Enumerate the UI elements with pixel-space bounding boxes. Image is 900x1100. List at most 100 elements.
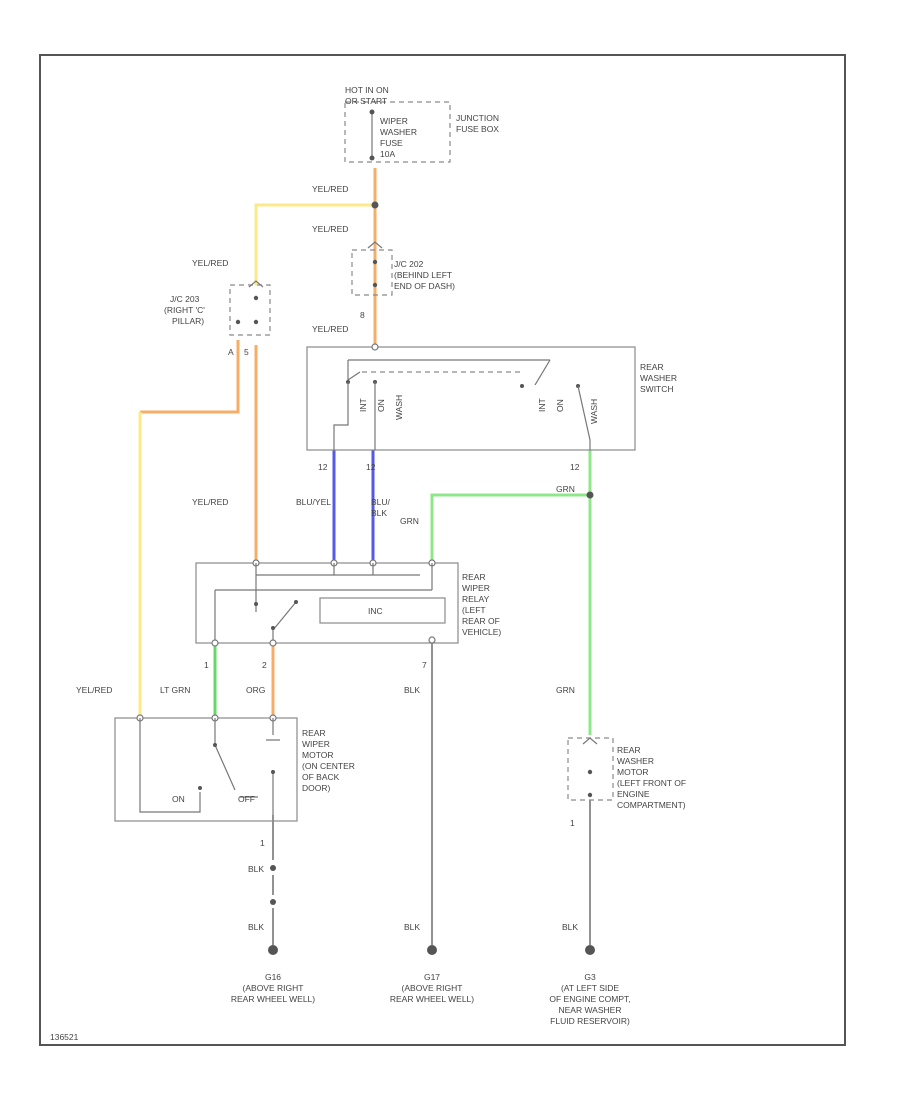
motor-node-2 [271, 770, 275, 774]
washer-motor-label-2: WASHER [617, 756, 654, 766]
pin-label-12b: 12 [366, 462, 376, 472]
jc-202-pin-top [372, 259, 378, 265]
relay-label-5: REAR OF [462, 616, 500, 626]
relay-node-2 [271, 626, 275, 630]
pin-label-1a: 1 [204, 660, 209, 670]
relay-label-3: RELAY [462, 594, 490, 604]
fuse-rating: 10A [380, 149, 395, 159]
fuse-name-3: FUSE [380, 138, 403, 148]
washer-motor-pin-top [587, 769, 593, 775]
hot-in-on-label: HOT IN ON [345, 85, 389, 95]
pin-label-a: A [228, 347, 234, 357]
fuse-terminal [369, 109, 375, 115]
relay-pin-out-3 [428, 636, 436, 644]
or-start-label: OR START [345, 96, 387, 106]
ground-g17-symbol [427, 945, 437, 955]
jc-202-box [351, 249, 393, 296]
washer-motor-pin-bottom [587, 792, 593, 798]
wire-grn-relay [430, 493, 590, 560]
pin-label-12a: 12 [318, 462, 328, 472]
washer-motor-label-5: ENGINE [617, 789, 650, 799]
jc-203-pin-1 [253, 295, 259, 301]
wire-label-yelred-6: YEL/RED [76, 685, 112, 695]
rear-wiper-motor-box [114, 717, 298, 822]
switch-internal-wiring [333, 382, 591, 450]
ground-g16-loc-2: REAR WHEEL WELL) [231, 994, 315, 1004]
ground-g16-symbol [268, 945, 278, 955]
relay-control-module [319, 597, 446, 624]
motor-node-3 [198, 786, 202, 790]
wire-label-blk-3: BLK [248, 922, 264, 932]
rear-wiper-relay-box [195, 562, 459, 644]
wire-label-org: ORG [246, 685, 265, 695]
jc-202-connector [367, 241, 383, 249]
relay-label-6: VEHICLE) [462, 627, 501, 637]
switch-label-2: WASHER [640, 373, 677, 383]
switch-input-pin [371, 343, 379, 351]
ground-g3-symbol [585, 945, 595, 955]
switch-pos-wash-2: WASH [589, 399, 599, 424]
splice-top [371, 201, 379, 209]
washer-motor-label-1: REAR [617, 745, 641, 755]
motor-label-4: (ON CENTER [302, 761, 355, 771]
washer-motor-label-6: COMPARTMENT) [617, 800, 686, 810]
wire-label-yelred-4: YEL/RED [192, 258, 228, 268]
motor-ground-connector-1 [270, 865, 276, 871]
wire-label-lt-grn: LT GRN [160, 685, 190, 695]
jc-203-label-2: (RIGHT 'C' [164, 305, 205, 315]
wire-label-yelred-3: YEL/RED [312, 324, 348, 334]
splice-grn [586, 491, 594, 499]
switch-pos-on: ON [376, 399, 386, 412]
fuse-name-2: WASHER [380, 127, 417, 137]
jc-203-connector [248, 280, 264, 288]
wire-label-grn-2: GRN [400, 516, 419, 526]
relay-label-1: REAR [462, 572, 486, 582]
relay-node-3 [294, 600, 298, 604]
switch-contact-left [347, 360, 361, 382]
motor-label-3: MOTOR [302, 750, 333, 760]
wire-label-blu-yel: BLU/YEL [296, 497, 331, 507]
wire-label-grn-1: GRN [556, 484, 575, 494]
motor-pos-off: OFF [238, 794, 255, 804]
motor-ground-connector-2 [270, 899, 276, 905]
junction-label-1: JUNCTION [456, 113, 499, 123]
relay-label-4: (LEFT [462, 605, 486, 615]
wire-label-blk-2: BLK [248, 864, 264, 874]
motor-label-6: DOOR) [302, 783, 331, 793]
jc-202-pin-bottom [372, 282, 378, 288]
washer-motor-connector [582, 737, 598, 745]
junction-fuse-box [344, 101, 451, 163]
switch-pos-wash: WASH [394, 395, 404, 420]
rear-washer-motor-box [567, 737, 614, 801]
switch-label-1: REAR [640, 362, 664, 372]
jc-203-pin-2 [253, 319, 259, 325]
wire-label-blk-5: BLK [562, 922, 578, 932]
jc-202-label-3: END OF DASH) [394, 281, 455, 291]
fuse-name-1: WIPER [380, 116, 408, 126]
ground-g17-loc-2: REAR WHEEL WELL) [390, 994, 474, 1004]
ground-g3-name: G3 [584, 972, 596, 982]
motor-label-5: OF BACK [302, 772, 340, 782]
wire-label-yelred-5: YEL/RED [192, 497, 228, 507]
switch-pos-on-2: ON [555, 399, 565, 412]
ground-g17-name: G17 [424, 972, 440, 982]
switch-pos-int: INT [358, 398, 368, 412]
wire-label-blk-1: BLK [404, 685, 420, 695]
relay-contact [255, 601, 297, 643]
switch-pos-int-2: INT [537, 398, 547, 412]
wire-yel-red-yellow-top [254, 203, 375, 285]
diagram-frame [39, 54, 846, 1046]
wire-yel-red-left-orange [140, 340, 240, 414]
relay-pin-out-1 [211, 639, 219, 647]
pin-label-7: 7 [422, 660, 427, 670]
switch-label-3: SWITCH [640, 384, 674, 394]
jc-203-box [229, 284, 271, 336]
wire-label-blk-4: BLK [404, 922, 420, 932]
jc-203-pin-3 [235, 319, 241, 325]
relay-internal-bus [214, 563, 433, 643]
relay-label-2: WIPER [462, 583, 490, 593]
washer-motor-label-3: MOTOR [617, 767, 648, 777]
jc-203-label-3: PILLAR) [172, 316, 204, 326]
fuse-terminal-bottom [369, 155, 375, 161]
